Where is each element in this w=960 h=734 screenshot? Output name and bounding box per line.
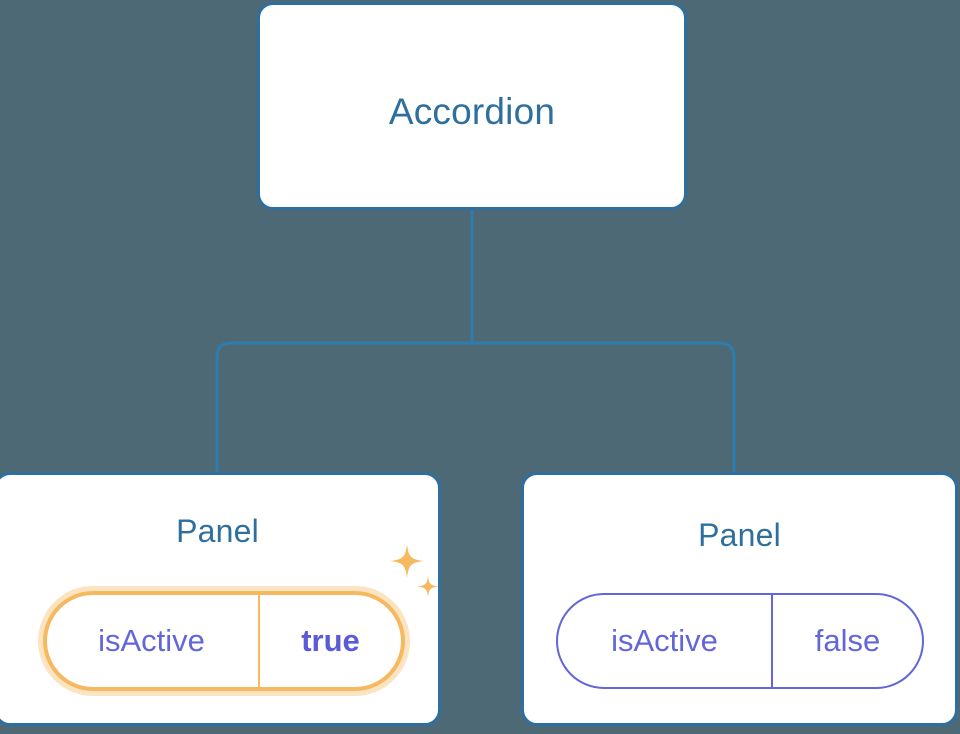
node-accordion[interactable]: Accordion <box>257 2 687 210</box>
node-accordion-label: Accordion <box>388 91 556 132</box>
node-panel-active-label: Panel <box>176 513 259 549</box>
prop-value: false <box>814 623 881 658</box>
connector-branch-bus <box>215 341 736 474</box>
prop-pill-isactive-true[interactable]: isActive true <box>43 591 405 691</box>
prop-value: true <box>301 623 360 658</box>
node-panel-inactive-label: Panel <box>698 517 781 553</box>
prop-key: isActive <box>47 595 260 687</box>
prop-pill-isactive-false[interactable]: isActive false <box>556 593 924 689</box>
prop-key: isActive <box>558 595 773 687</box>
